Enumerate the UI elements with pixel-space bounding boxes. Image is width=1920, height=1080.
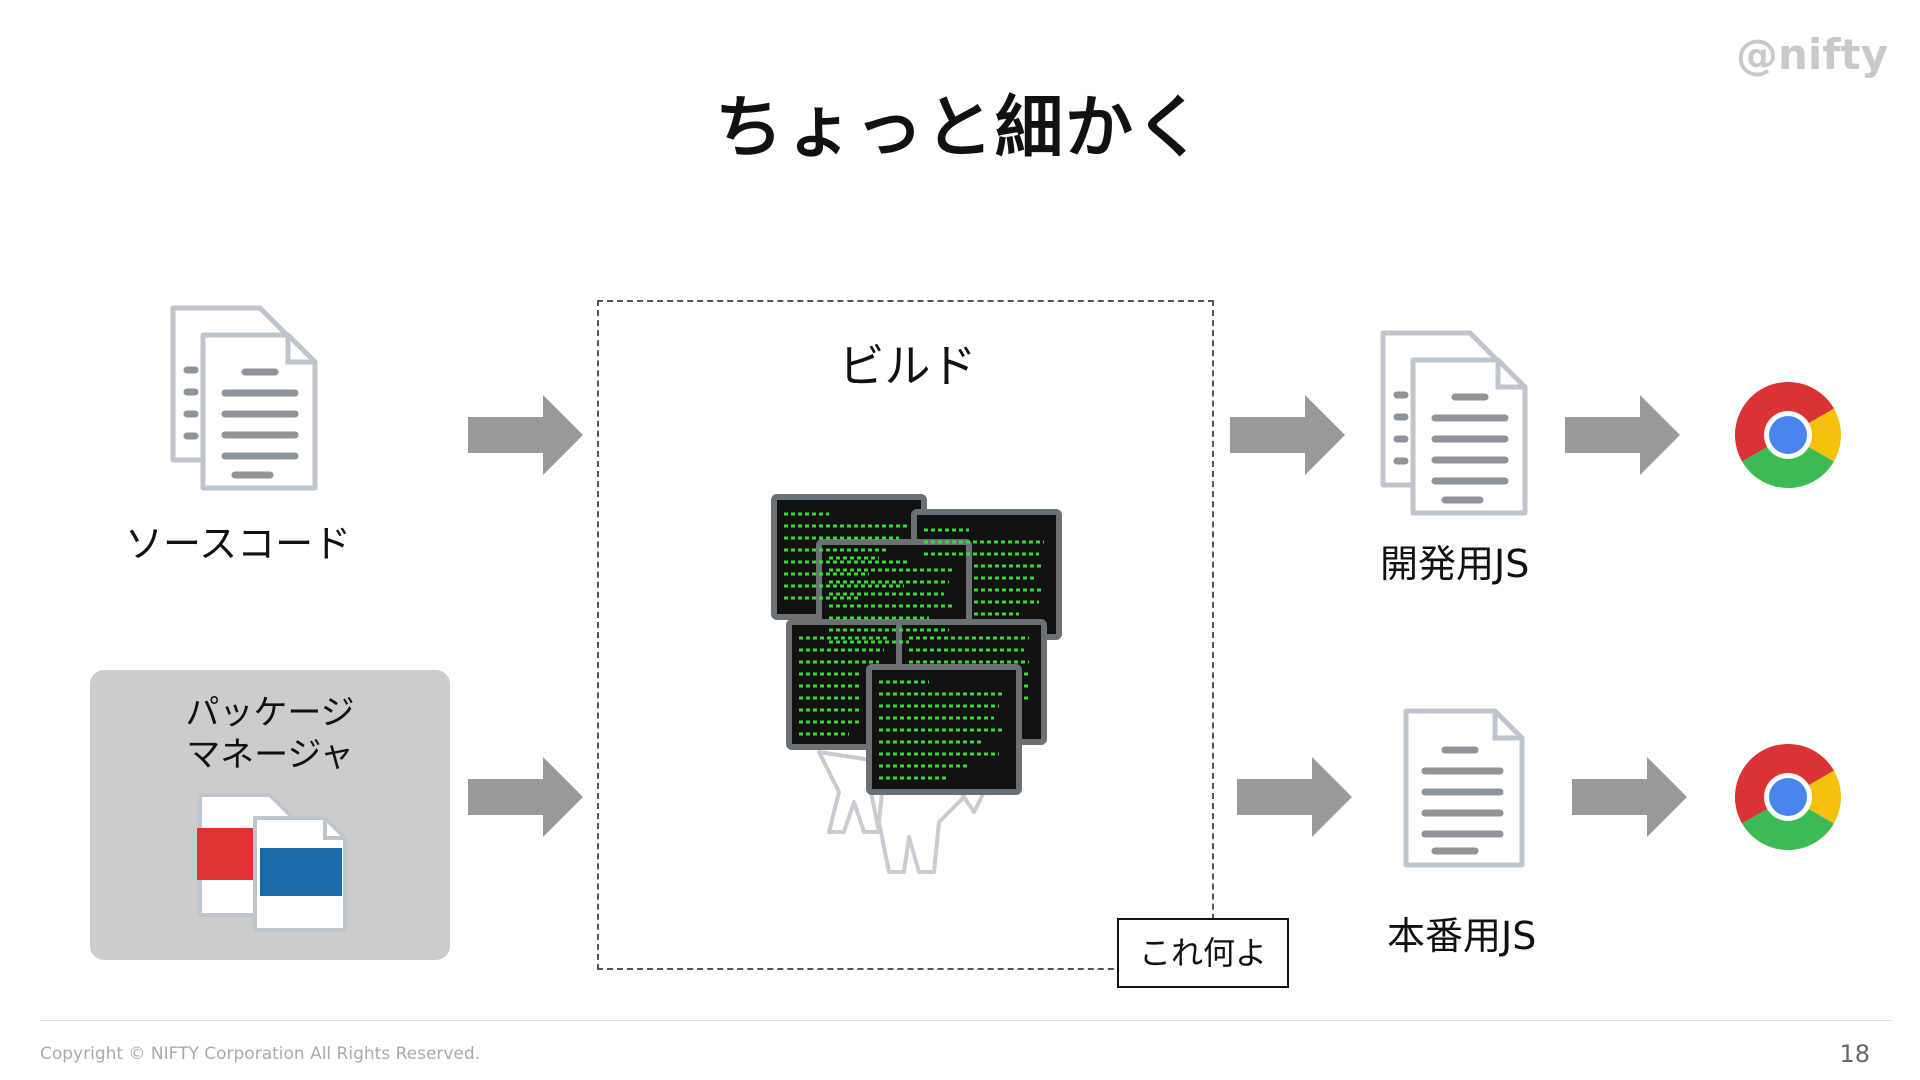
- nifty-logo: @nifty: [1735, 30, 1888, 79]
- chrome-browser-icon: [1734, 744, 1842, 851]
- prod-js-label: 本番用JS: [1387, 914, 1537, 958]
- build-process-box: ビルド: [597, 300, 1214, 970]
- arrow-right-icon: [1565, 395, 1680, 475]
- package-manager-panel: パッケージ マネージャ: [90, 670, 450, 960]
- terminal-screens-icon: [771, 494, 1062, 874]
- package-manager-label-line1: パッケージ: [185, 693, 355, 733]
- arrow-right-icon: [1572, 757, 1687, 837]
- arrow-right-icon: [468, 395, 583, 475]
- slide-title: ちょっと細かく: [714, 89, 1205, 168]
- arrow-right-icon: [1237, 757, 1352, 837]
- dev-js-documents-icon: [1380, 330, 1528, 516]
- package-manager-label-line2: マネージャ: [186, 735, 354, 775]
- page-number: 18: [1839, 1040, 1870, 1068]
- source-code-label: ソースコード: [125, 522, 352, 566]
- chrome-browser-icon: [1734, 382, 1842, 489]
- source-code-documents-icon: [170, 305, 318, 491]
- build-label: ビルド: [838, 339, 977, 393]
- package-files-icon: [197, 793, 347, 932]
- dev-js-label: 開発用JS: [1380, 542, 1530, 586]
- arrow-right-icon: [1230, 395, 1345, 475]
- prod-js-document-icon: [1403, 708, 1525, 868]
- arrow-right-icon: [468, 757, 583, 837]
- copyright-text: Copyright © NIFTY Corporation All Rights…: [40, 1044, 481, 1064]
- package-manager-label: パッケージ マネージャ: [90, 692, 450, 776]
- question-note-box: これ何よ: [1117, 918, 1289, 988]
- footer-divider: [40, 1020, 1892, 1021]
